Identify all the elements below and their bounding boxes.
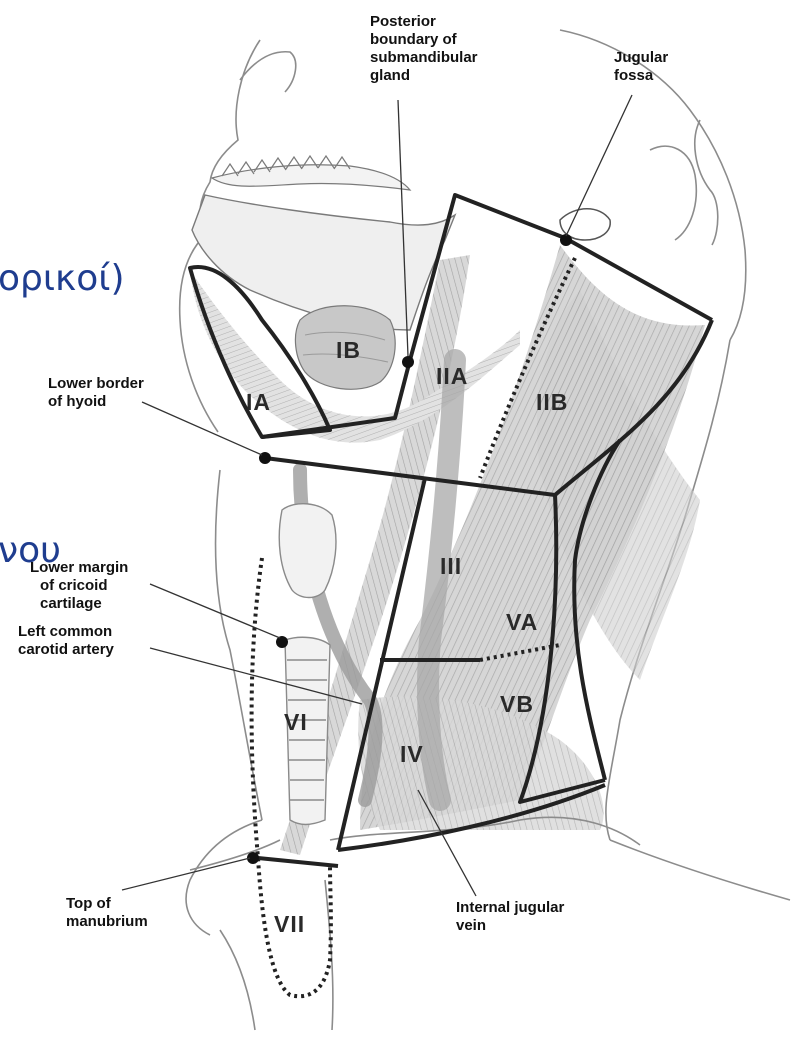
level-VI: VI — [284, 709, 308, 735]
posterior-boundary-dot — [402, 356, 414, 368]
level-VII: VII — [274, 911, 305, 937]
label-posterior-boundary-line2: boundary of — [370, 31, 458, 48]
label-posterior-boundary-line3: submandibular — [370, 49, 478, 66]
label-internal-jugular-vein-line2: vein — [456, 917, 486, 934]
label-posterior-boundary-line1: Posterior — [370, 13, 436, 30]
label-jugular-fossa-line2: fossa — [614, 67, 654, 84]
level-VA: VA — [506, 609, 538, 635]
teeth — [212, 156, 410, 190]
label-lower-margin-cricoid-line1: Lower margin — [30, 559, 128, 576]
label-top-of-manubrium-line2: manubrium — [66, 913, 148, 930]
larynx-trachea — [279, 504, 336, 825]
label-jugular-fossa-line1: Jugular — [614, 49, 668, 66]
level-IIB: IIB — [536, 389, 568, 415]
label-left-common-carotid-line2: carotid artery — [18, 641, 115, 658]
level-III: III — [440, 553, 462, 579]
level-IA: IA — [246, 389, 271, 415]
label-lower-margin-cricoid-line3: cartilage — [40, 595, 102, 612]
label-top-of-manubrium-line1: Top of — [66, 895, 112, 912]
label-posterior-boundary-line4: gland — [370, 67, 410, 84]
label-lower-border-hyoid-line2: of hyoid — [48, 393, 106, 410]
lower-neck-muscles — [358, 696, 603, 830]
level-IB: IB — [336, 337, 361, 363]
level-VB: VB — [500, 691, 534, 717]
label-lower-border-hyoid-line1: Lower border — [48, 375, 144, 392]
label-left-common-carotid-line1: Left common — [18, 623, 112, 640]
slide-text-fragment-1: ορικοί) — [0, 258, 125, 299]
label-internal-jugular-vein-line1: Internal jugular — [456, 899, 565, 916]
label-lower-margin-cricoid-line2: of cricoid — [40, 577, 108, 594]
level-IV: IV — [400, 741, 424, 767]
cricoid-dot — [276, 636, 288, 648]
level-IIA: IIA — [436, 363, 468, 389]
